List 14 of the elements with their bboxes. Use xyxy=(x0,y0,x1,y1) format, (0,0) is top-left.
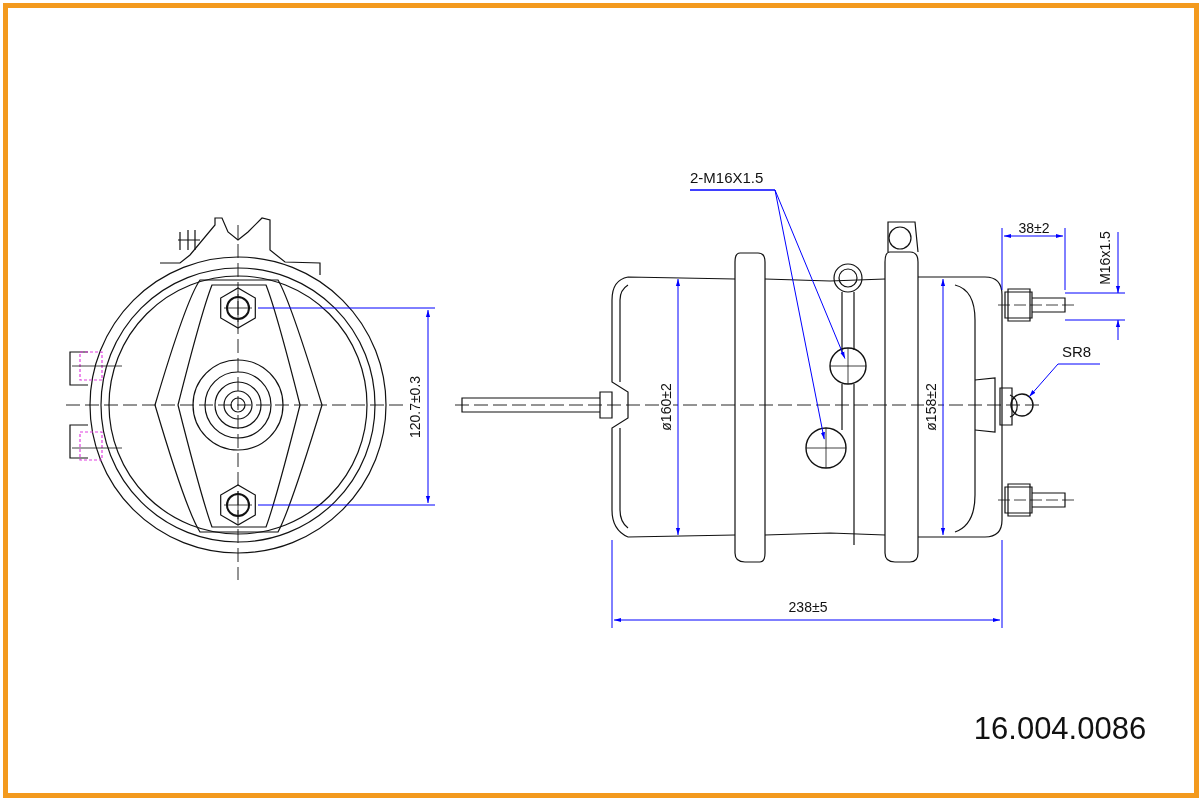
callout-text: SR8 xyxy=(1062,343,1092,360)
dimension-text: M16x1.5 xyxy=(1098,231,1112,285)
port-fitting xyxy=(829,347,867,385)
dimension-text: 38±2 xyxy=(1018,221,1050,235)
dimension-text: ø160±2 xyxy=(659,383,673,431)
dimension-text: 238±5 xyxy=(788,600,828,614)
leader-line xyxy=(1028,363,1101,398)
part-number: 16.004.0086 xyxy=(973,712,1147,744)
port-fitting xyxy=(805,427,847,469)
dimension-text: 120.7±0.3 xyxy=(408,375,422,439)
dome-cap xyxy=(1010,393,1034,417)
dimension-text: ø158±2 xyxy=(924,383,938,431)
callout-text: 2-M16X1.5 xyxy=(690,169,764,186)
leader-line xyxy=(689,189,825,440)
